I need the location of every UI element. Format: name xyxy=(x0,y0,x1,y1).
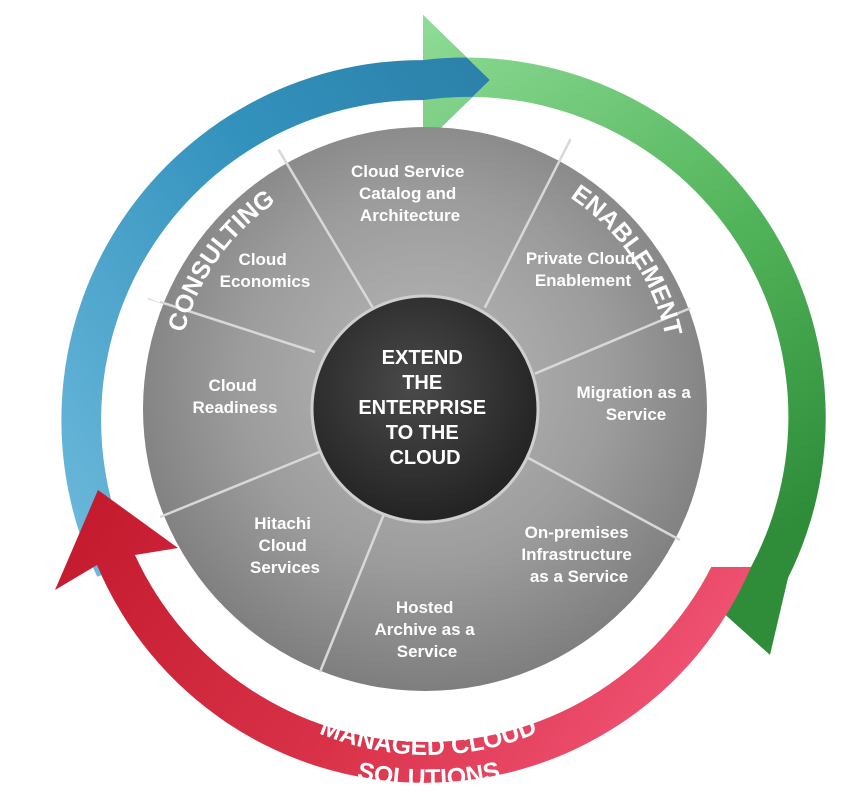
segment-migration-as-a-service: Migration as a Service xyxy=(576,383,695,424)
segment-labels: Cloud Service Catalog and Architecture P… xyxy=(192,162,695,661)
center-circle xyxy=(310,294,540,524)
segment-dividers xyxy=(147,138,694,673)
segment-private-cloud-enablement: Private Cloud Enablement xyxy=(526,249,640,290)
segment-on-premises-infrastructure: On-premises Infrastructure as a Service xyxy=(521,523,636,586)
ring-arrows xyxy=(55,15,826,783)
segment-cloud-economics: Cloud Economics xyxy=(220,250,311,291)
segment-cloud-readiness: Cloud Readiness xyxy=(192,376,277,417)
managed-arrow xyxy=(55,490,751,783)
center-hub: EXTEND THE ENTERPRISE TO THE CLOUD xyxy=(310,294,540,524)
segment-hosted-archive: Hosted Archive as a Service xyxy=(375,598,480,661)
enablement-arrow xyxy=(423,15,826,655)
center-title: EXTEND THE ENTERPRISE TO THE CLOUD xyxy=(358,347,491,469)
segment-hitachi-cloud-services: Hitachi Cloud Services xyxy=(250,514,320,577)
segment-cloud-service-catalog: Cloud Service Catalog and Architecture xyxy=(351,162,469,225)
